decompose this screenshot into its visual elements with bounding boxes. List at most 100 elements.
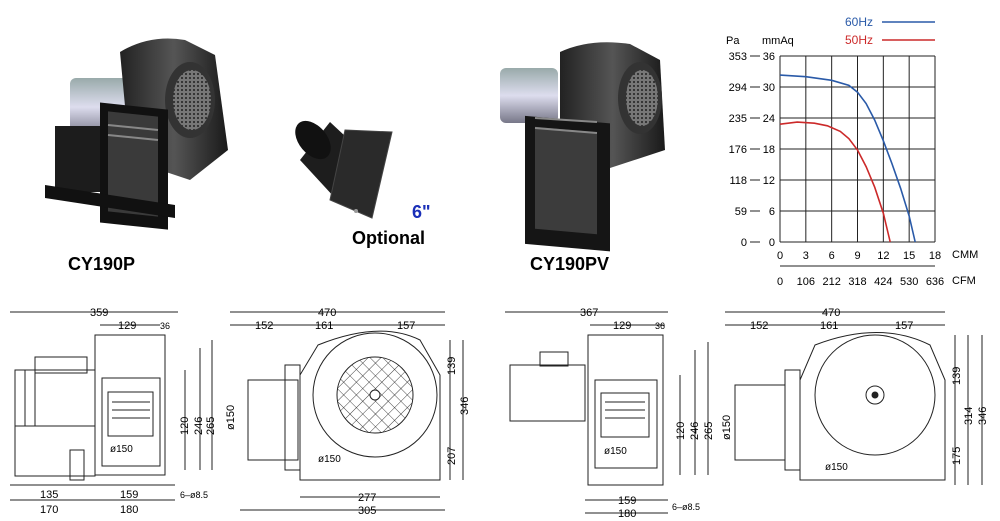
dim-mid-width: 129 [118,320,136,332]
dim-pvs-h2: 175 [951,447,963,465]
dim-pv-h1: 120 [675,422,687,440]
x-tick-cmm: 3 [803,250,809,262]
x-tick-cfm: 424 [874,276,892,288]
product-photo-cy190p [45,38,228,230]
dim-pvs-a: 152 [750,320,768,332]
dim-side-b: 161 [315,320,333,332]
y-tick-pa: 59 [735,206,747,218]
x-tick-cmm: 6 [829,250,835,262]
drawing-cy190p-labels: 359 129 36 ø150 120 246 265 135 159 170 … [40,307,217,516]
y-tick-mmaq: 6 [769,206,775,218]
left-axis-unit: Pa [726,35,740,47]
dim-pvs-c: 157 [895,320,913,332]
y-tick-pa: 353 [729,51,747,63]
dim-pv-small: 36 [655,321,665,331]
drawing-cy190pv-front [505,311,709,514]
dim-pv-holes: 6–ø8.5 [672,502,700,512]
optional-duct-photo [295,120,393,219]
x-tick-cfm: 636 [926,276,944,288]
x-tick-cfm: 0 [777,276,783,288]
dim-side-base2: 305 [358,505,376,517]
y-tick-mmaq: 0 [769,237,775,249]
dim-pvs-overall: 470 [822,307,840,319]
drawing-cy190p-front [10,311,213,501]
x-tick-cmm: 15 [903,250,915,262]
drawing-cy190p-side-labels: 470 152 161 157 ø150 ø150 139 207 346 27… [225,307,471,517]
dim-side-h2: 207 [446,447,458,465]
dim-side-overall: 470 [318,307,336,319]
y-tick-pa: 118 [729,175,747,187]
dim-h2: 246 [193,417,205,435]
y-tick-pa: 0 [741,237,747,249]
x-tick-cmm: 0 [777,250,783,262]
dim-bottom-135: 135 [40,489,58,501]
x-tick-cmm: 12 [877,250,889,262]
dim-overall-width: 359 [90,307,108,319]
dim-pv-h2: 246 [689,422,701,440]
dim-side-c: 157 [397,320,415,332]
x-axis-unit-cfm: CFM [952,275,976,287]
x-tick-cmm: 9 [854,250,860,262]
y-tick-mmaq: 18 [763,144,775,156]
chart-grid [750,55,936,267]
x-axis-unit-cmm: CMM [952,249,978,261]
product-name-cy190p: CY190P [68,254,135,274]
dim-pv-mid: 129 [613,320,631,332]
y-tick-mmaq: 30 [763,82,775,94]
dim-pvs-b: 161 [820,320,838,332]
dim-pvs-inlet: ø150 [825,462,848,473]
drawing-cy190pv-labels: 367 129 36 ø150 120 246 265 159 180 6–ø8… [580,307,715,520]
y-tick-pa: 235 [729,113,747,125]
dim-outlet-diameter: ø150 [110,444,133,455]
dim-side-h3: 346 [459,397,471,415]
x-tick-cmm: 18 [929,250,941,262]
x-tick-cfm: 106 [797,276,815,288]
dim-pvs-h4: 346 [977,407,989,425]
dim-pv-h3: 265 [703,422,715,440]
x-tick-cfm: 318 [848,276,866,288]
legend-60hz: 60Hz [845,15,873,29]
dim-h3: 265 [205,417,217,435]
dim-pv-outlet: ø150 [604,446,627,457]
dim-pv-overall: 367 [580,307,598,319]
chart-series-lines [779,74,916,243]
dim-pvs-h3: 314 [963,407,975,425]
dim-h1: 120 [179,417,191,435]
product-name-cy190pv: CY190PV [530,254,609,274]
y-tick-mmaq: 12 [763,175,775,187]
optional-label: Optional [352,228,425,248]
drawing-cy190p-side [230,311,464,511]
dim-mount-holes: 6–ø8.5 [180,490,208,500]
y-tick-mmaq: 36 [763,51,775,63]
y-tick-pa: 294 [729,82,747,94]
dim-side-inlet: ø150 [318,454,341,465]
dim-pvs-h1: 139 [951,367,963,385]
dim-pv-bottom2: 180 [618,508,636,520]
chart-legend: 60Hz 50Hz [845,15,935,47]
dim-side-duct: ø150 [225,405,237,430]
right-axis-unit: mmAq [762,35,794,47]
product-photo-cy190pv [500,42,665,252]
x-tick-cfm: 212 [822,276,840,288]
dim-side-base1: 277 [358,492,376,504]
drawing-cy190pv-side-labels: 470 152 161 157 ø150 ø150 139 175 314 34… [721,307,989,473]
dim-pvs-duct: ø150 [721,415,733,440]
dim-pv-bottom1: 159 [618,495,636,507]
x-tick-cfm: 530 [900,276,918,288]
dim-small-width: 36 [160,321,170,331]
drawing-cy190pv-side [725,311,983,485]
series-line-60hz [779,74,916,243]
dim-bottom-159: 159 [120,489,138,501]
dim-bottom-170: 170 [40,504,58,516]
optional-size-label: 6" [412,202,431,222]
legend-50hz: 50Hz [845,33,873,47]
dim-bottom-180: 180 [120,504,138,516]
y-tick-mmaq: 24 [763,113,775,125]
series-line-50hz [779,121,891,243]
y-tick-pa: 176 [729,144,747,156]
dim-side-h1: 139 [446,357,458,375]
dim-side-a: 152 [255,320,273,332]
